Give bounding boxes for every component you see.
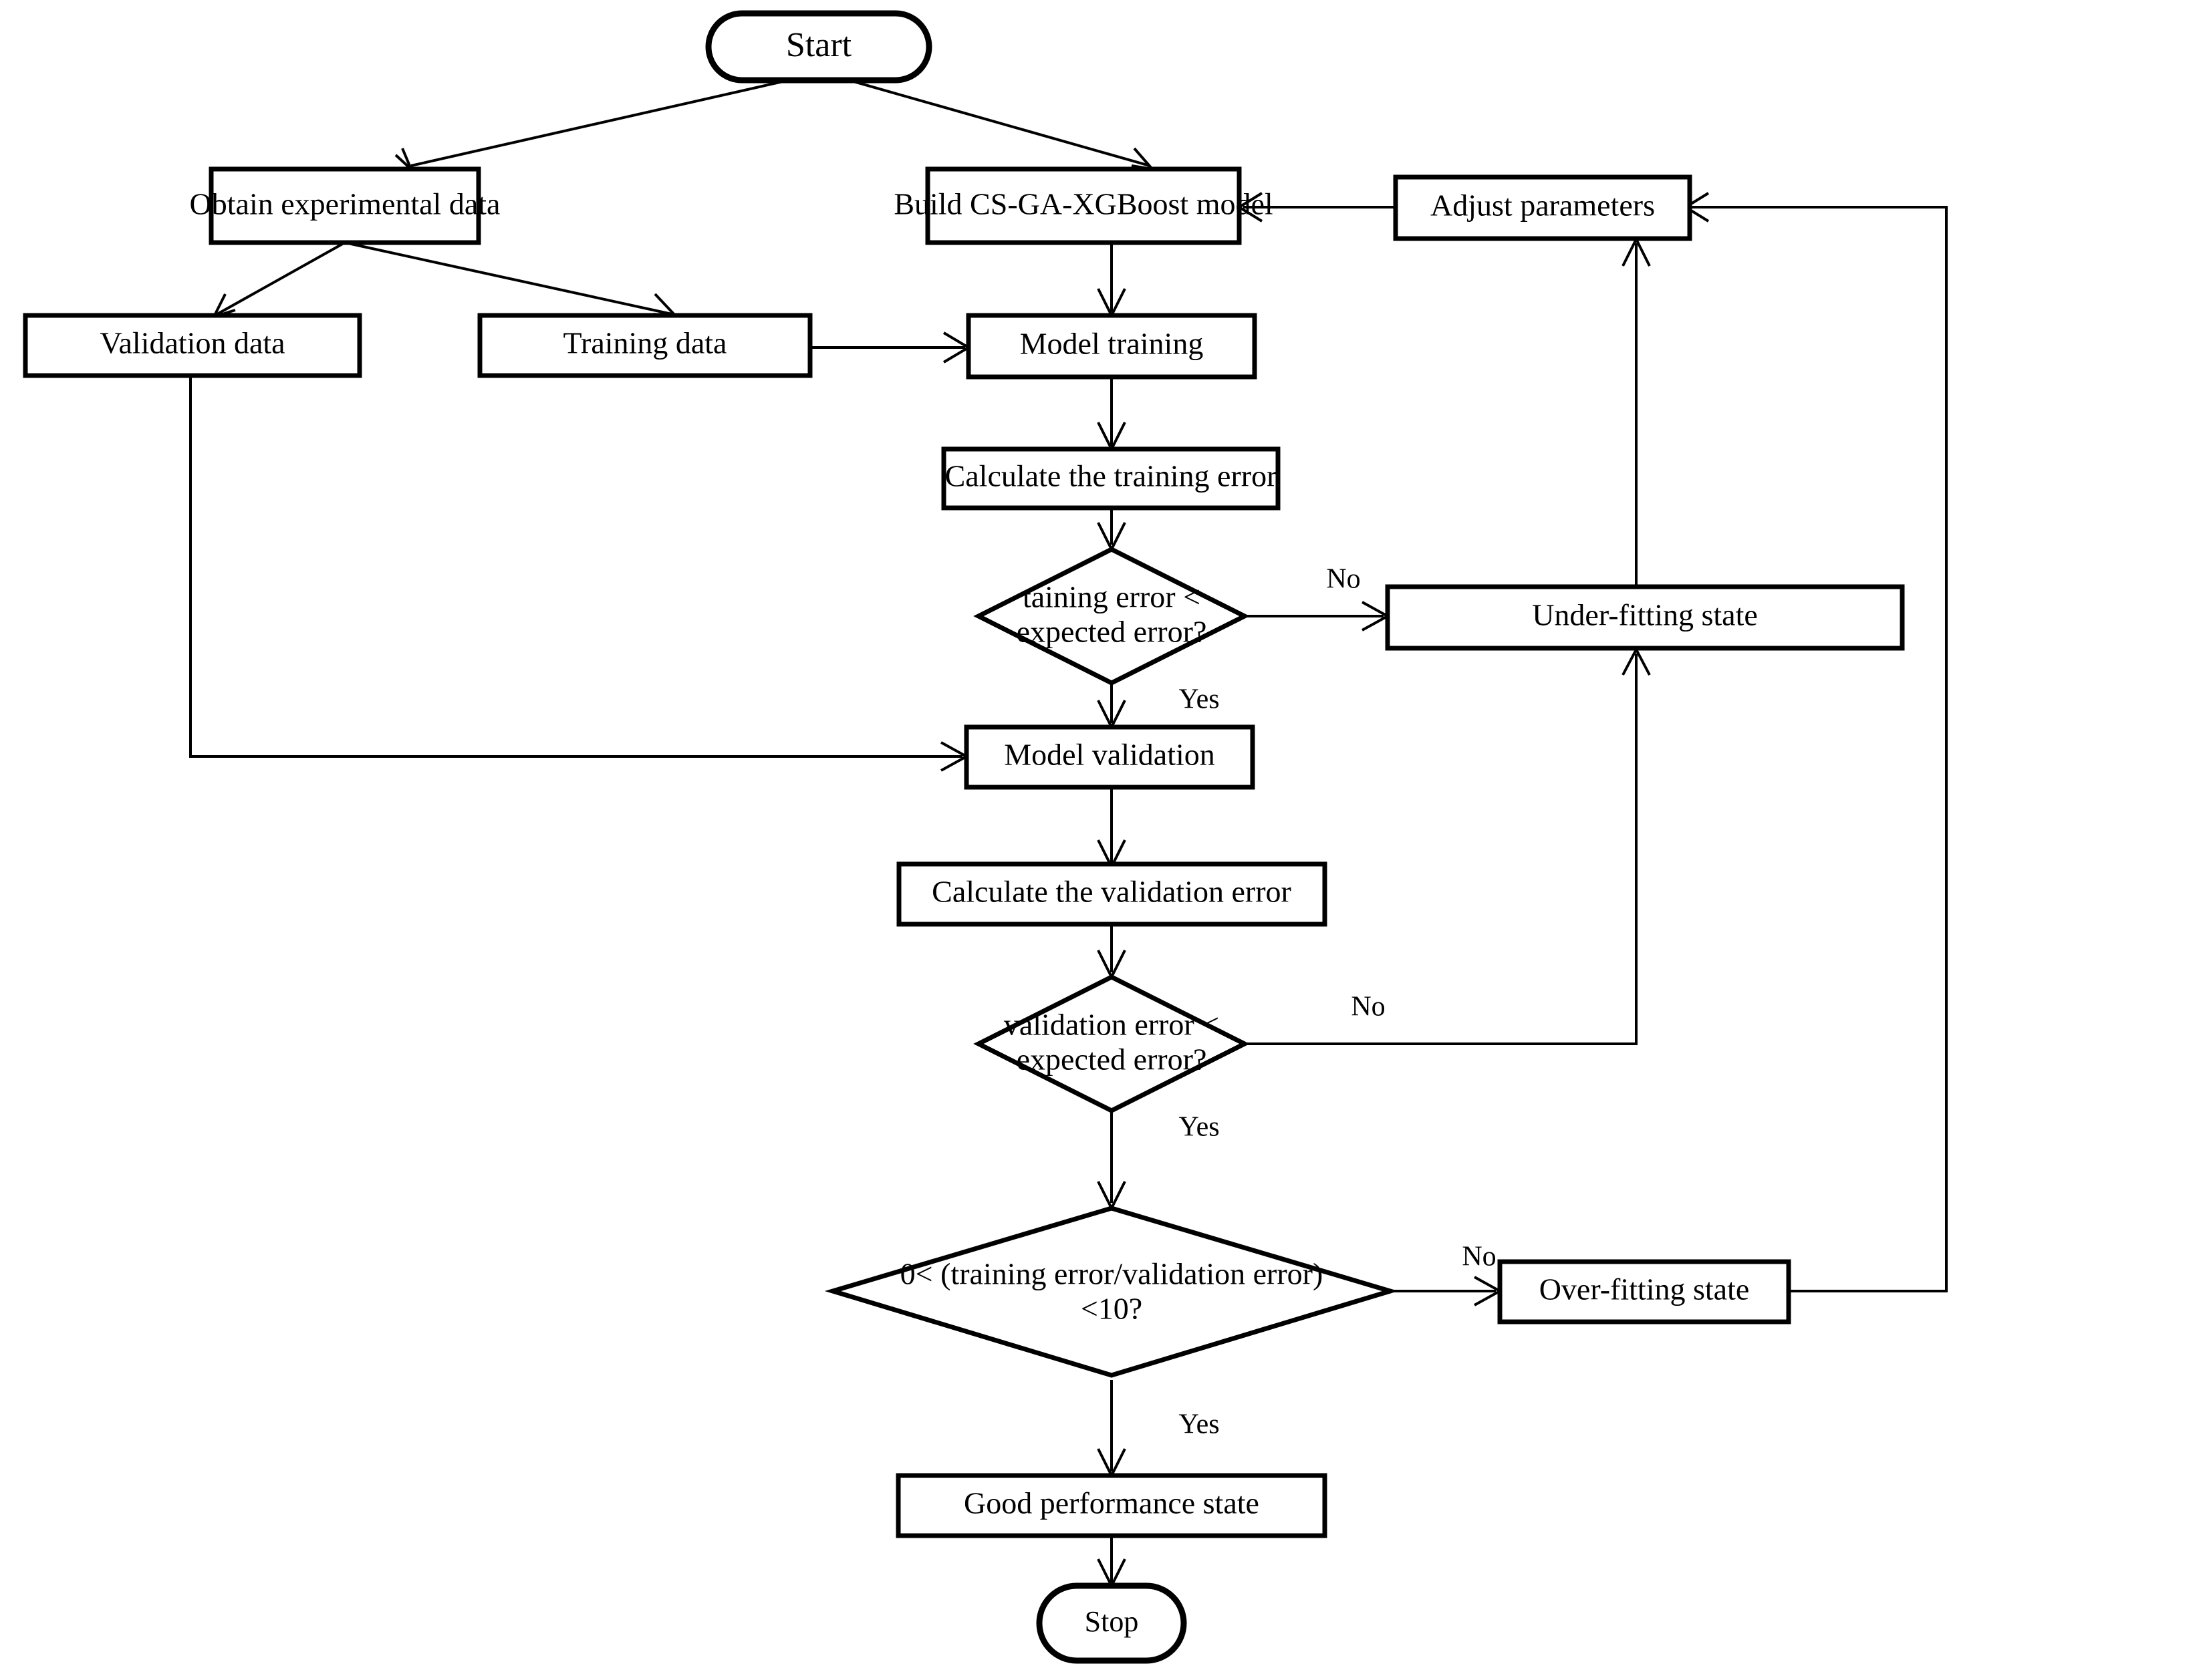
edge-start-to-obtain-data (410, 79, 789, 167)
edge-label-ratio-no: No (1462, 1242, 1496, 1272)
node-model-validation[interactable]: Model validation (964, 724, 1255, 790)
edge-obtain-to-training-data (344, 241, 672, 315)
edge-obtain-to-validation-data (217, 241, 346, 315)
decision-ratio-label-line2: <10? (1081, 1292, 1142, 1326)
calc-training-error-label: Calculate the training error (945, 459, 1277, 493)
arrowhead-start-to-obtain-data (394, 148, 412, 170)
under-fitting-label: Under-fitting state (1532, 598, 1758, 632)
edge-decision-validation-no-to-under-fitting (1245, 654, 1638, 1045)
edge-start-to-build-model (848, 79, 1150, 167)
node-good-performance-state[interactable]: Good performance state (896, 1473, 1327, 1538)
edge-over-fitting-to-adjust-parameters (1690, 206, 1948, 1292)
edge-label-training-no: No (1326, 564, 1360, 595)
obtain-data-label: Obtain experimental data (190, 187, 501, 221)
node-decision-validation-error[interactable]: validation error < expected error? (973, 974, 1250, 1113)
over-fitting-label: Over-fitting state (1539, 1272, 1750, 1306)
calc-validation-error-label: Calculate the validation error (932, 875, 1291, 909)
start-label: Start (786, 26, 852, 64)
node-adjust-parameters[interactable]: Adjust parameters (1393, 174, 1692, 241)
decision-ratio-label-line1: 0< (training error/validation error) (900, 1257, 1323, 1291)
adjust-parameters-shape (1393, 174, 1692, 241)
arrowhead-start-to-build-model (1131, 147, 1156, 171)
node-calculate-training-error[interactable]: Calculate the training error (941, 446, 1281, 511)
node-model-training[interactable]: Model training (966, 313, 1257, 380)
node-obtain-experimental-data[interactable]: Obtain experimental data (190, 166, 501, 245)
node-decision-training-error[interactable]: taining error < expected error? (973, 547, 1250, 686)
build-model-label: Build CS-GA-XGBoost model (894, 187, 1273, 221)
node-validation-data[interactable]: Validation data (23, 313, 362, 378)
edge-label-ratio-yes: Yes (1178, 1409, 1219, 1440)
decision-ratio-shape (824, 1206, 1399, 1378)
good-performance-shape (896, 1473, 1327, 1538)
decision-validation-label-line2: expected error? (1017, 1042, 1207, 1077)
decision-training-label-line2: expected error? (1017, 615, 1207, 649)
stop-label: Stop (1085, 1605, 1139, 1638)
edge-label-validation-yes: Yes (1178, 1112, 1219, 1143)
model-validation-shape (964, 724, 1255, 790)
calc-training-error-shape (941, 446, 1281, 511)
node-over-fitting-state[interactable]: Over-fitting state (1497, 1259, 1791, 1324)
node-start[interactable]: Start (705, 10, 932, 84)
over-fitting-shape (1497, 1259, 1791, 1324)
node-under-fitting-state[interactable]: Under-fitting state (1385, 584, 1905, 651)
node-calculate-validation-error[interactable]: Calculate the validation error (896, 861, 1327, 927)
edge-label-training-yes: Yes (1178, 684, 1219, 715)
under-fitting-shape (1385, 584, 1905, 651)
edge-labels-layer: No Yes No Yes No Yes (1178, 564, 1496, 1440)
stop-shape (1036, 1582, 1187, 1664)
adjust-parameters-label: Adjust parameters (1430, 188, 1655, 223)
start-shape (705, 10, 932, 84)
model-training-shape (966, 313, 1257, 380)
node-training-data[interactable]: Training data (477, 313, 813, 378)
decision-training-label-line1: taining error < (1023, 580, 1200, 614)
build-model-shape (925, 166, 1242, 245)
edge-label-validation-no: No (1351, 992, 1385, 1022)
edges-layer (189, 79, 1948, 1589)
model-training-label: Model training (1020, 327, 1204, 361)
training-data-label: Training data (563, 326, 727, 360)
node-stop[interactable]: Stop (1036, 1582, 1187, 1664)
calc-validation-error-shape (896, 861, 1327, 927)
decision-training-shape (973, 547, 1250, 686)
validation-data-shape (23, 313, 362, 378)
model-validation-label: Model validation (1004, 738, 1215, 772)
validation-data-label: Validation data (100, 326, 285, 360)
node-decision-error-ratio[interactable]: 0< (training error/validation error) <10… (824, 1206, 1399, 1378)
edge-validation-data-to-model-validation (189, 376, 962, 758)
node-build-model[interactable]: Build CS-GA-XGBoost model (894, 166, 1273, 245)
decision-validation-label-line1: validation error < (1004, 1008, 1219, 1042)
decision-validation-shape (973, 974, 1250, 1113)
training-data-shape (477, 313, 813, 378)
good-performance-label: Good performance state (964, 1486, 1259, 1520)
obtain-data-shape (209, 166, 481, 245)
